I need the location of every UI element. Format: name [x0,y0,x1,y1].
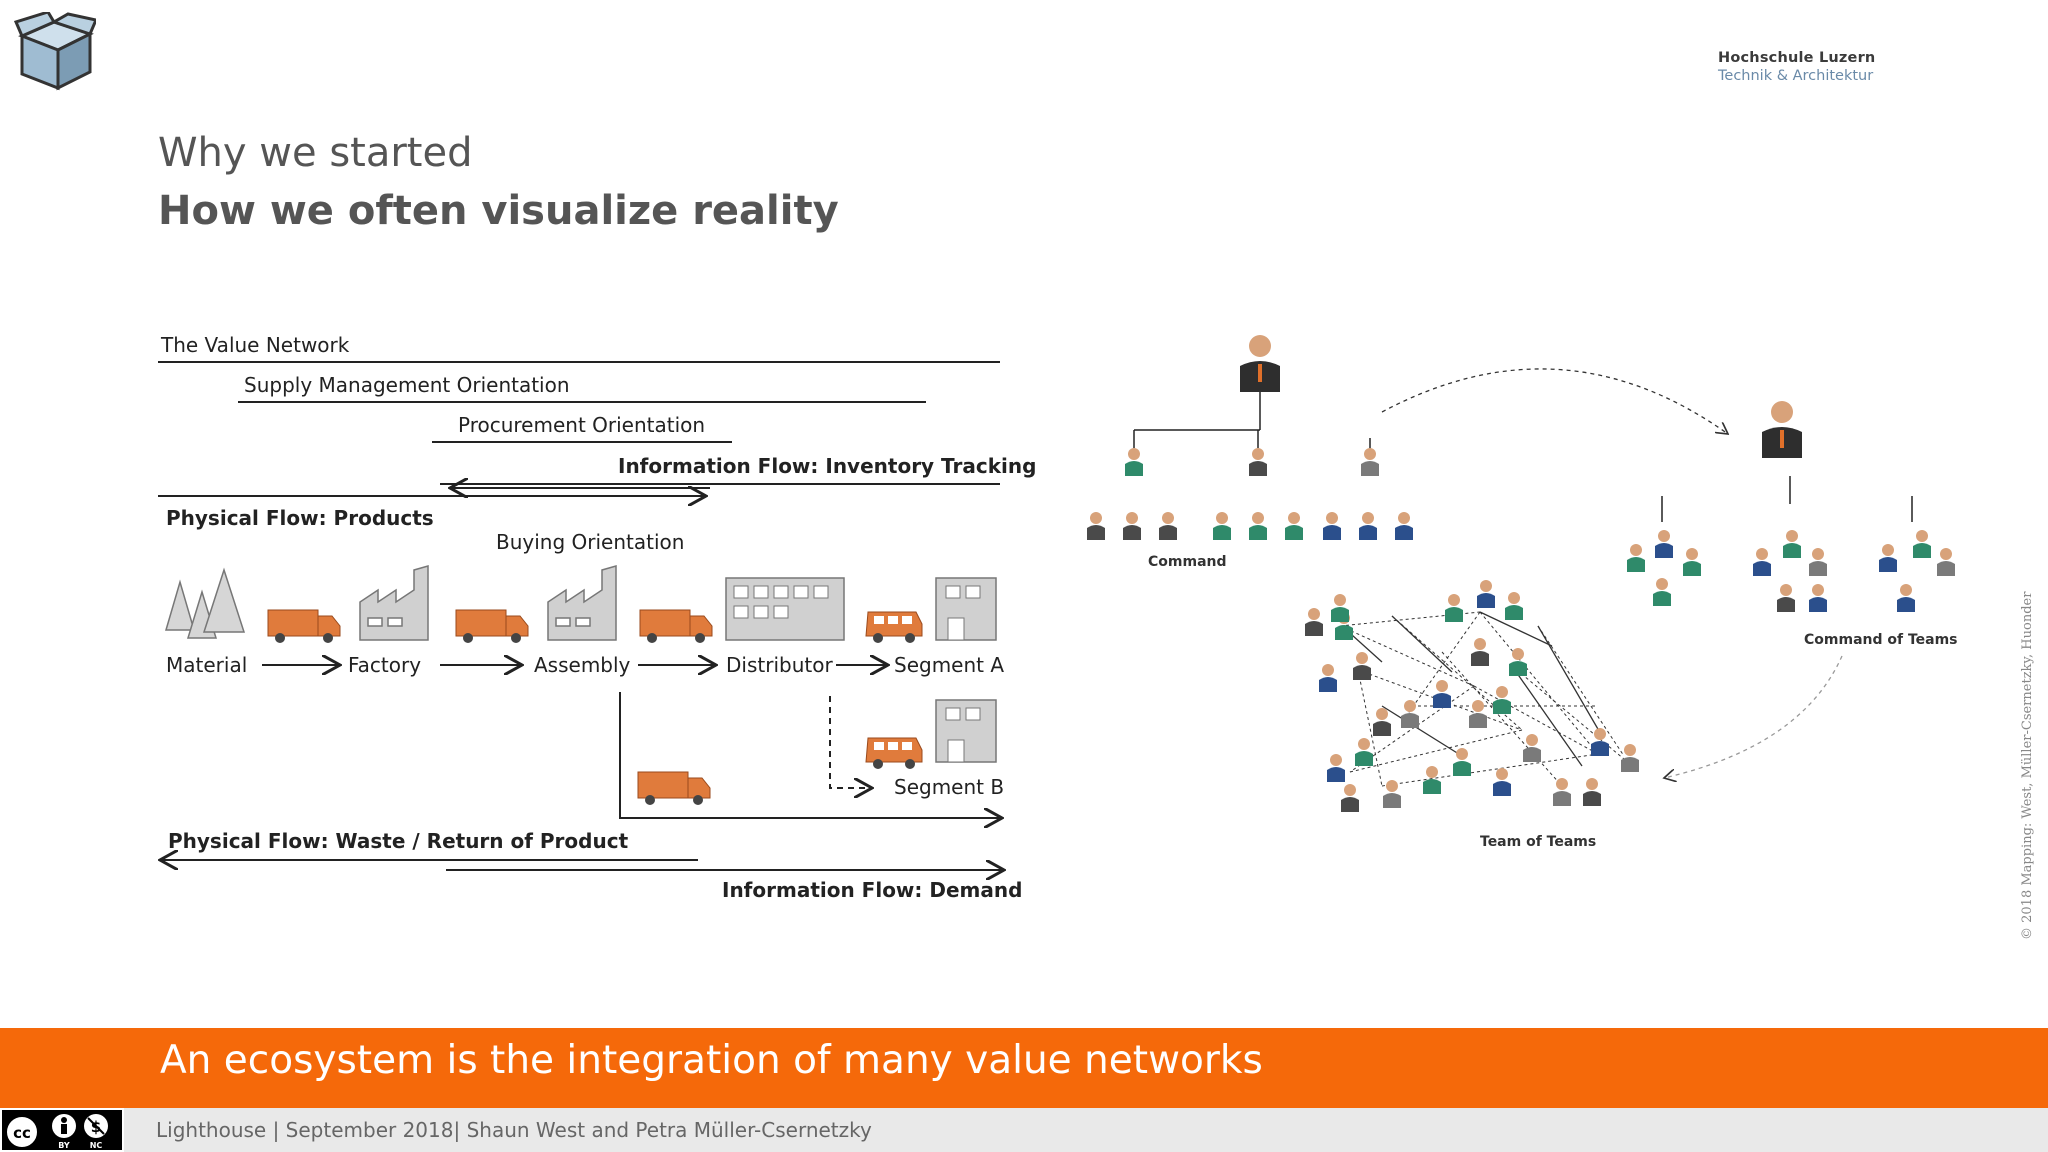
truck-icon-3 [639,609,713,643]
slide-title: Why we started [158,130,473,176]
svg-text:BY: BY [58,1141,70,1150]
key-message-banner: An ecosystem is the integration of many … [0,1028,2048,1108]
label-team-of-teams: Team of Teams [1480,834,1597,850]
buying-orientation-label: Buying Orientation [496,530,685,554]
band-procurement: Procurement Orientation [458,413,706,437]
svg-text:cc: cc [13,1124,31,1142]
node-segment-b: Segment B [894,775,1005,799]
command-of-teams-leader-figure [1762,401,1802,458]
distributor-building-icon [725,577,845,641]
copyright-credit: © 2018 Mapping: West, Müller-Csernetzky,… [2020,591,2035,940]
factory-icon [359,565,429,641]
branch-line-lower [619,692,1002,818]
node-factory: Factory [348,653,422,677]
open-box-icon [13,10,99,94]
info-flow-inventory-label: Information Flow: Inventory Tracking [618,454,1037,478]
institution-logo: Hochschule Luzern Technik & Architektur [1718,50,1875,84]
footer-bar: Lighthouse | September 2018| Shaun West … [0,1108,2048,1152]
command-leader-figure [1240,335,1280,392]
segment-a-building-icon [935,577,997,641]
team-of-teams-network [1339,611,1631,787]
cc-by-nc-icon: cc $ BY NC [0,1108,124,1152]
band-supply-management: Supply Management Orientation [244,373,570,397]
node-distributor: Distributor [726,653,833,677]
truck-icon-4 [637,771,711,805]
label-command-of-teams: Command of Teams [1804,632,1958,648]
branch-line-segment-b [829,696,872,788]
value-network-diagram: The Value Network Supply Management Orie… [150,320,1036,920]
info-flow-demand-label: Information Flow: Demand [722,878,1023,902]
segment-b-building-icon [935,699,997,763]
truck-icon-2 [455,609,529,643]
institution-subtitle: Technik & Architektur [1718,68,1874,84]
slide-subtitle: How we often visualize reality [158,188,839,234]
banner-text: An ecosystem is the integration of many … [160,1038,1263,1083]
footer-text: Lighthouse | September 2018| Shaun West … [156,1118,872,1142]
band-value-network: The Value Network [161,333,350,357]
van-icon-1 [865,611,923,643]
node-material: Material [166,653,248,677]
assembly-icon [547,565,617,641]
material-tree-icon [165,567,246,639]
van-icon-2 [865,737,923,769]
truck-icon-1 [267,609,341,643]
command-hierarchy [1133,392,1371,454]
physical-flow-waste-label: Physical Flow: Waste / Return of Product [168,829,629,853]
node-segment-a: Segment A [894,653,1005,677]
org-structure-diagram: Command Command of Teams Team of Teams [1082,326,1966,866]
transition-arrow-top [1381,368,1728,434]
transition-arrow-right [1664,655,1843,778]
svg-text:NC: NC [90,1141,103,1150]
physical-flow-products-label: Physical Flow: Products [166,506,434,530]
label-command: Command [1148,554,1227,570]
node-assembly: Assembly [534,653,631,677]
institution-name: Hochschule Luzern [1718,50,1876,66]
